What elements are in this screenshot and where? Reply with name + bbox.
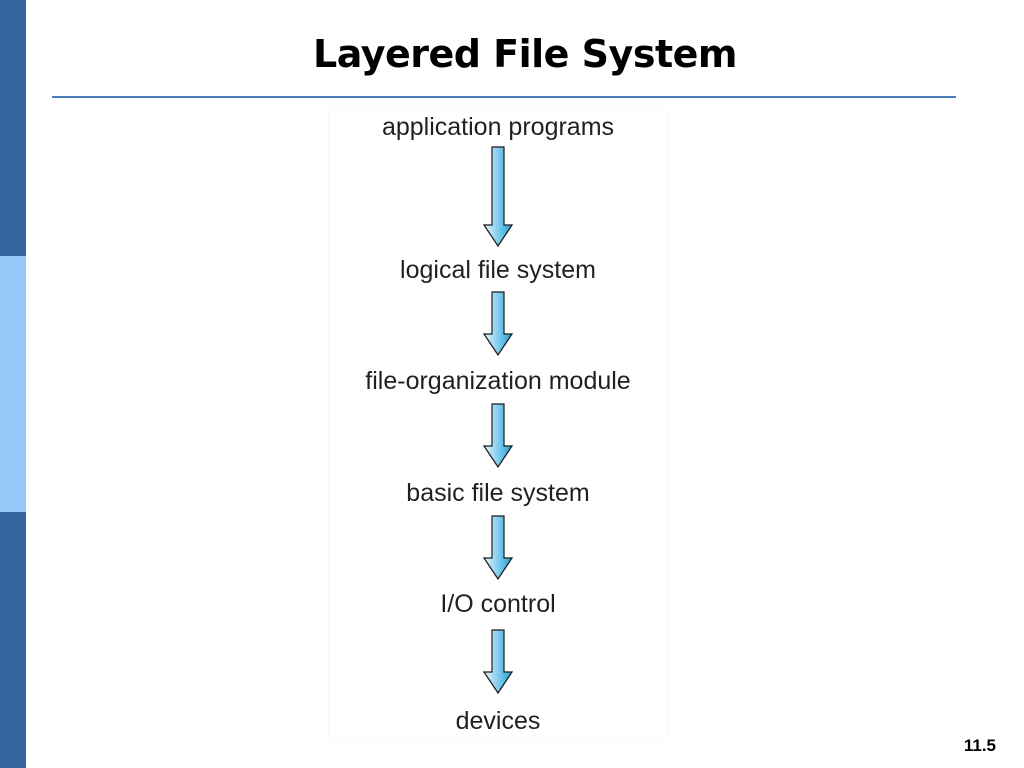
- layer-devices: devices: [455, 707, 541, 735]
- layer-logical-file-system: logical file system: [400, 256, 596, 284]
- layer-application-programs: application programs: [381, 113, 615, 141]
- slide-title: Layered File System: [313, 32, 737, 76]
- down-arrow-icon: [483, 291, 513, 357]
- down-arrow-icon: [483, 515, 513, 581]
- sidebar-band-bottom: [0, 512, 26, 768]
- page-number: 11.5: [963, 736, 996, 755]
- down-arrow-icon: [483, 629, 513, 695]
- title-divider: [52, 96, 956, 98]
- layer-basic-file-system: basic file system: [406, 479, 590, 507]
- layer-file-organization-module: file-organization module: [365, 367, 631, 395]
- sidebar-band-top: [0, 0, 26, 256]
- down-arrow-icon: [483, 146, 513, 248]
- layer-io-control: I/O control: [440, 590, 556, 618]
- sidebar-band-middle: [0, 256, 26, 512]
- down-arrow-icon: [483, 403, 513, 469]
